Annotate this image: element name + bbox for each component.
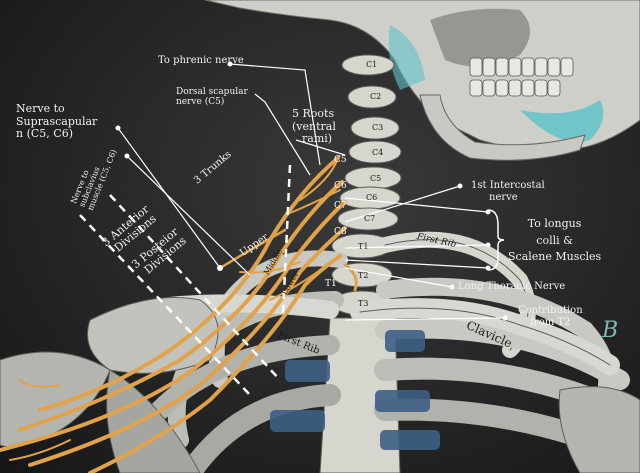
label-line: Scalene Muscles: [508, 250, 602, 263]
vertebra-label: T1: [358, 242, 368, 251]
label-suprascapular-nerve: Nerve to Suprascapular n (C5, C6): [16, 102, 98, 141]
root-label: C6: [334, 181, 347, 191]
brachial-plexus: [0, 156, 358, 473]
label-line: (ventral: [292, 119, 336, 133]
root-label: C7: [334, 201, 347, 211]
vertebra-label: C4: [372, 148, 383, 157]
label-line: n (C5, C6): [16, 127, 73, 141]
label-line: colli &: [536, 233, 573, 247]
artist-signature: B: [602, 318, 619, 343]
vertebra-label: T3: [358, 299, 368, 308]
costal-cartilage: [270, 330, 440, 450]
label-line: rami): [302, 132, 333, 146]
root-label: T1: [325, 279, 337, 289]
vertebra-label: T2: [358, 271, 368, 280]
root-label: C8: [334, 227, 347, 237]
label-longus-colli: To longus colli & Scalene Muscles: [508, 216, 601, 266]
division-boundaries: [79, 164, 292, 396]
label-long-thoracic-nerve: Long Thoracic Nerve: [458, 281, 566, 292]
label-line: To longus: [527, 217, 582, 230]
label-line: 1st Intercostal: [471, 180, 545, 191]
label-line: 5 Roots: [292, 107, 335, 120]
label-roots: 5 Roots (ventral rami): [292, 107, 336, 146]
label-contribution-t2: Contribution from T2: [518, 305, 583, 328]
vertebra-label: C3: [372, 123, 383, 132]
vertebra-label: C2: [370, 92, 381, 101]
label-line: Dorsal scapular: [176, 87, 248, 97]
label-line: Contribution: [518, 305, 583, 316]
vertebra-label: C5: [370, 174, 381, 183]
skull: [204, 0, 640, 161]
label-phrenic-nerve: To phrenic nerve: [158, 55, 244, 66]
vertebra-label: C1: [366, 60, 377, 69]
brace: [487, 209, 505, 271]
leader-lines: [117, 63, 506, 321]
label-line: nerve: [489, 191, 518, 203]
root-labels: C5 C6 C7 C8 T1: [325, 155, 347, 289]
vertebra-labels: C1 C2 C3 C4 C5 C6 C7 T1 T2 T3: [358, 60, 383, 308]
label-line: nerve (C5): [176, 97, 225, 108]
vertebra-label: C7: [364, 214, 375, 223]
root-label: C5: [334, 155, 347, 165]
label-line: Nerve to: [16, 102, 65, 115]
leader-dots: [115, 61, 508, 321]
label-line: Suprascapular: [16, 114, 98, 128]
spine: [319, 54, 402, 473]
label-intercostal-nerve: 1st Intercostal nerve: [471, 180, 545, 203]
vertebra-label: C6: [366, 193, 377, 202]
shoulder-scapula: [0, 297, 640, 473]
label-line: from T2: [530, 316, 571, 328]
label-dorsal-scapular: Dorsal scapular nerve (C5): [176, 87, 248, 108]
